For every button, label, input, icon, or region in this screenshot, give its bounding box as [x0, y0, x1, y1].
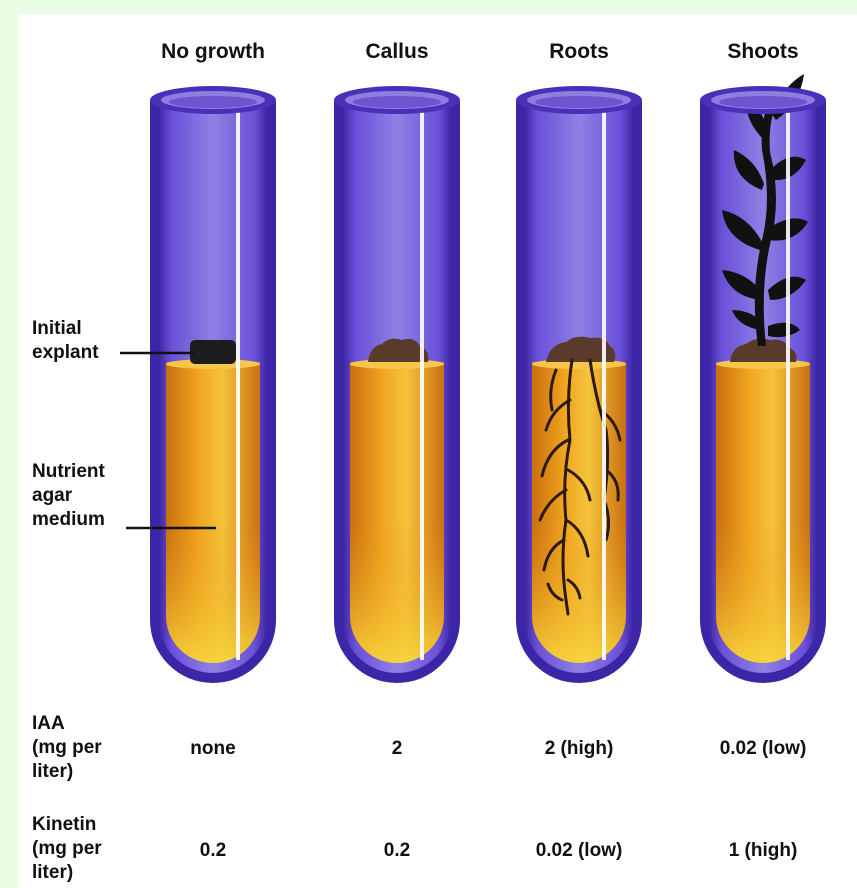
explant-block: [190, 340, 236, 364]
row-label-iaa: IAA (mg per liter): [32, 712, 102, 784]
iaa-value-callus: 2: [312, 738, 482, 760]
tube-shoots: [700, 74, 826, 683]
row-label-kinetin-line-1: Kinetin: [32, 813, 102, 837]
iaa-value-roots: 2 (high): [494, 738, 664, 760]
label-explant-line-2: explant: [32, 341, 99, 365]
column-title-roots: Roots: [494, 40, 664, 64]
kinetin-value-shoots: 1 (high): [678, 840, 848, 862]
label-initial-explant: Initial explant: [32, 317, 99, 365]
iaa-value-shoots: 0.02 (low): [678, 738, 848, 760]
label-medium-line-1: Nutrient: [32, 460, 105, 484]
row-label-iaa-line-1: IAA: [32, 712, 102, 736]
label-explant-line-1: Initial: [32, 317, 99, 341]
tube-roots: [516, 86, 642, 683]
row-label-kinetin-line-2: (mg per: [32, 837, 102, 861]
kinetin-value-callus: 0.2: [312, 840, 482, 862]
column-title-no-growth: No growth: [128, 40, 298, 64]
row-label-iaa-line-2: (mg per: [32, 736, 102, 760]
row-label-iaa-line-3: liter): [32, 760, 102, 784]
tube-no-growth: [150, 86, 276, 683]
label-medium-line-2: agar: [32, 484, 105, 508]
column-title-callus: Callus: [312, 40, 482, 64]
label-nutrient-agar-medium: Nutrient agar medium: [32, 460, 105, 532]
iaa-value-no-growth: none: [128, 738, 298, 760]
kinetin-value-no-growth: 0.2: [128, 840, 298, 862]
kinetin-value-roots: 0.02 (low): [494, 840, 664, 862]
tube-callus: [334, 86, 460, 683]
column-title-shoots: Shoots: [678, 40, 848, 64]
row-label-kinetin: Kinetin (mg per liter): [32, 813, 102, 885]
label-medium-line-3: medium: [32, 508, 105, 532]
row-label-kinetin-line-3: liter): [32, 861, 102, 885]
